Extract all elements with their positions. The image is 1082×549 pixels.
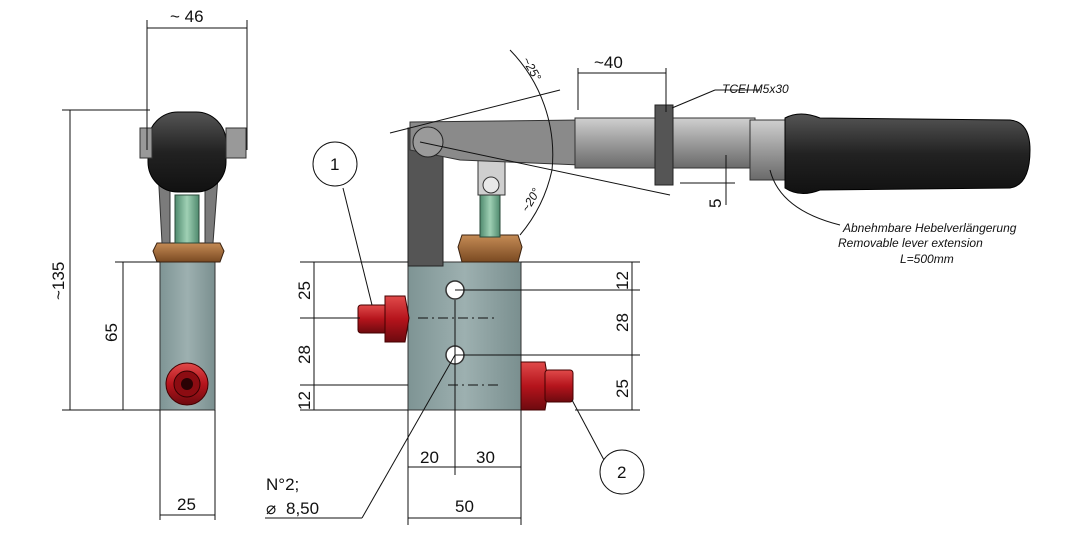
dim-left-12: 12	[295, 391, 314, 410]
clamp-screw	[654, 104, 674, 186]
dim-lever-ext-offset: ~40	[594, 53, 623, 72]
side-view: ~ 46 ~135 65 25	[49, 7, 248, 520]
red-fitting-2	[520, 361, 574, 411]
dim-bottom-50: 50	[455, 497, 474, 516]
screw-note: TCEI M5x30	[722, 82, 789, 96]
dim-left-25: 25	[295, 281, 314, 300]
diameter-symbol: ⌀	[266, 499, 276, 518]
dim-overall-height: ~135	[49, 262, 68, 300]
extension-note-de: Abnehmbare Hebelverlängerung	[842, 221, 1017, 235]
side-view-brass-nut	[152, 242, 225, 263]
dim-bottom-30: 30	[476, 448, 495, 467]
dim-bottom-20: 20	[420, 448, 439, 467]
dim-right-12: 12	[613, 271, 632, 290]
extension-note-en: Removable lever extension	[838, 236, 983, 250]
side-view-grip-knob	[147, 111, 227, 193]
red-fitting-1	[357, 295, 410, 343]
hole-diameter: 8,50	[286, 499, 319, 518]
dim-side-base: 25	[177, 495, 196, 514]
lever-bar	[409, 119, 581, 166]
callout-2-circle	[599, 449, 645, 495]
side-view-stem	[174, 194, 200, 244]
dim-side-height: 65	[102, 323, 121, 342]
callout-2: 2	[617, 463, 626, 482]
lever-pivot	[412, 126, 444, 158]
dim-top-width: ~ 46	[170, 7, 204, 26]
lever-grip	[784, 113, 1031, 194]
front-view-stem	[479, 194, 501, 238]
dim-step: 5	[706, 199, 725, 208]
side-view-red-fitting	[165, 362, 209, 406]
front-view: 1 2 25 28 12 12 28 25 20 30 50 ~40 ~25° …	[265, 49, 1031, 525]
callout-1: 1	[330, 155, 339, 174]
callout-1-circle	[312, 141, 358, 187]
dim-right-25: 25	[613, 379, 632, 398]
hole-number: N°2;	[266, 475, 299, 494]
front-view-body	[407, 261, 522, 411]
dim-angle-down: ~20°	[518, 186, 543, 215]
dim-angle-up: ~25°	[519, 55, 544, 84]
dim-left-28: 28	[295, 345, 314, 364]
extension-note-len: L=500mm	[900, 252, 954, 266]
front-view-brass-nut	[457, 234, 523, 263]
dim-right-28: 28	[613, 313, 632, 332]
